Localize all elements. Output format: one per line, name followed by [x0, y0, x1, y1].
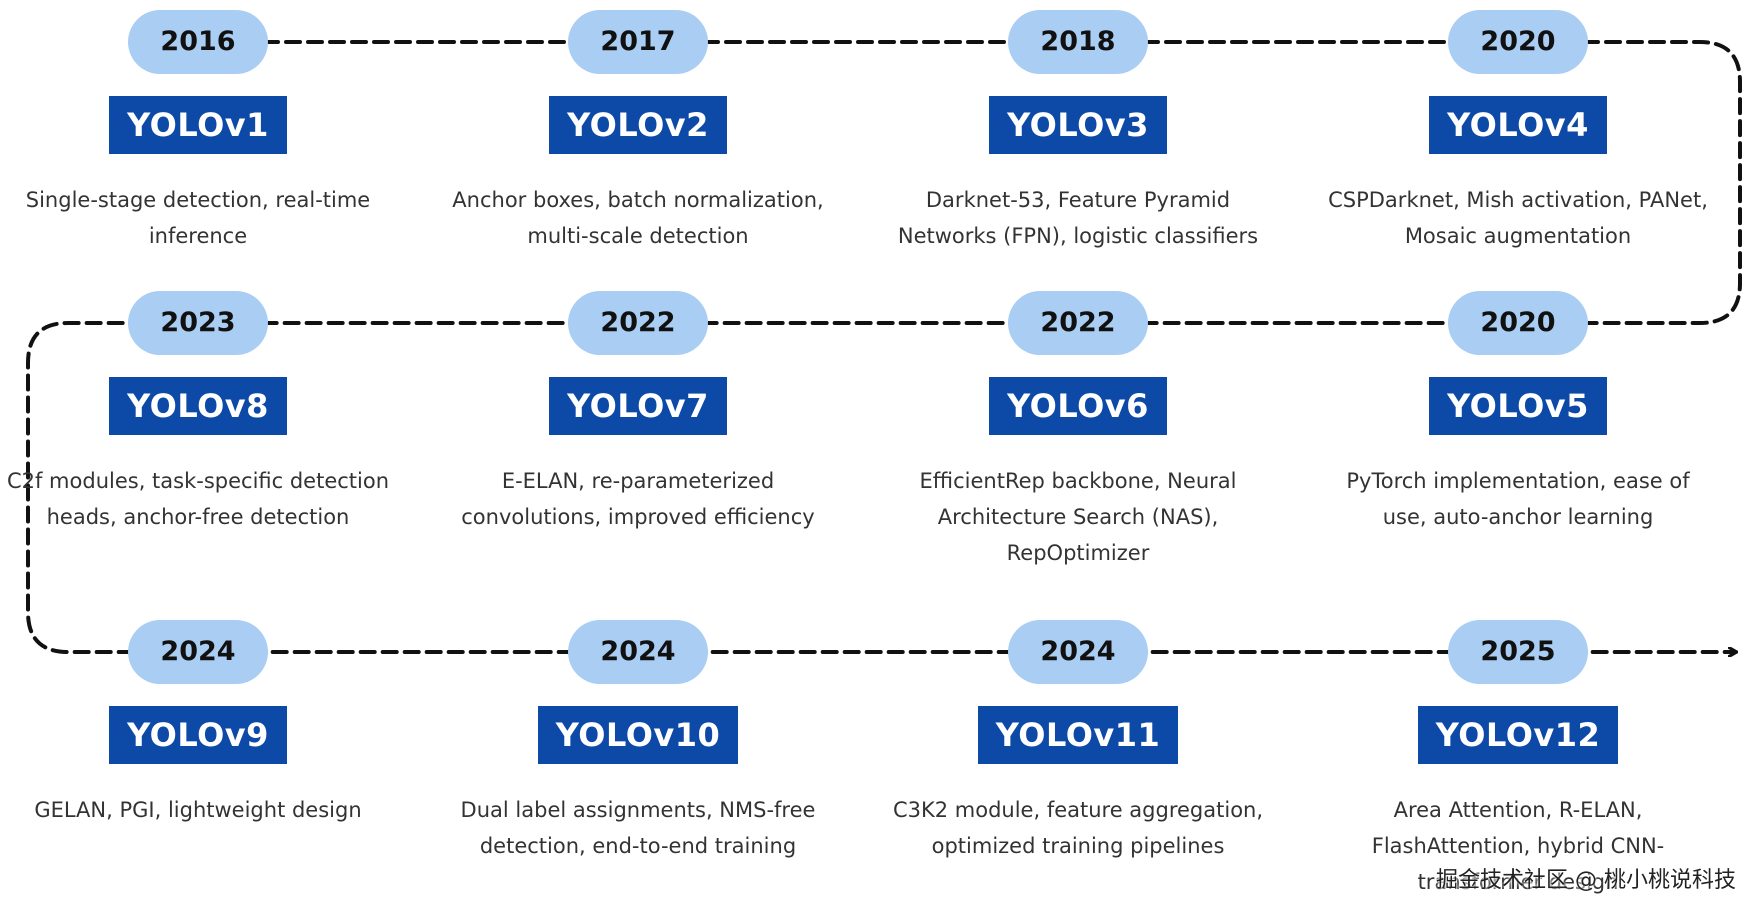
model-label: YOLOv4 [1429, 96, 1607, 154]
year-pill: 2020 [1448, 291, 1588, 355]
model-label: YOLOv8 [109, 377, 287, 435]
model-description: Anchor boxes, batch normalization, multi… [452, 188, 824, 248]
timeline-node-yolov7: 2022 YOLOv7 E-ELAN, re-parameterized con… [438, 291, 838, 535]
model-description: EfficientRep backbone, Neural Architectu… [919, 469, 1237, 565]
year-pill: 2022 [568, 291, 708, 355]
model-label: YOLOv6 [989, 377, 1167, 435]
year-pill: 2025 [1448, 620, 1588, 684]
timeline-node-yolov3: 2018 YOLOv3 Darknet-53, Feature Pyramid … [878, 10, 1278, 254]
model-description: CSPDarknet, Mish activation, PANet, Mosa… [1328, 188, 1708, 248]
model-label: YOLOv2 [549, 96, 727, 154]
timeline-node-yolov5: 2020 YOLOv5 PyTorch implementation, ease… [1318, 291, 1718, 535]
timeline-node-yolov1: 2016 YOLOv1 Single-stage detection, real… [0, 10, 398, 254]
model-description: E-ELAN, re-parameterized convolutions, i… [461, 469, 815, 529]
model-label: YOLOv1 [109, 96, 287, 154]
year-pill: 2024 [568, 620, 708, 684]
model-description: Area Attention, R-ELAN, FlashAttention, … [1371, 798, 1665, 894]
model-label: YOLOv5 [1429, 377, 1607, 435]
model-description: C3K2 module, feature aggregation, optimi… [892, 798, 1264, 858]
model-description: Single-stage detection, real-time infere… [25, 188, 371, 248]
year-pill: 2024 [1008, 620, 1148, 684]
year-pill: 2017 [568, 10, 708, 74]
year-pill: 2020 [1448, 10, 1588, 74]
model-description: GELAN, PGI, lightweight design [34, 798, 362, 822]
watermark-text: 掘金技术社区 @ 桃小桃说科技 [1436, 868, 1736, 893]
year-pill: 2016 [128, 10, 268, 74]
year-pill: 2018 [1008, 10, 1148, 74]
timeline-node-yolov6: 2022 YOLOv6 EfficientRep backbone, Neura… [878, 291, 1278, 571]
timeline-node-yolov2: 2017 YOLOv2 Anchor boxes, batch normaliz… [438, 10, 838, 254]
model-label: YOLOv11 [977, 706, 1179, 764]
model-description: Dual label assignments, NMS-free detecti… [460, 798, 816, 858]
model-label: YOLOv9 [109, 706, 287, 764]
timeline-node-yolov11: 2024 YOLOv11 C3K2 module, feature aggreg… [878, 620, 1278, 864]
model-description: Darknet-53, Feature Pyramid Networks (FP… [897, 188, 1259, 248]
model-label: YOLOv7 [549, 377, 727, 435]
model-label: YOLOv12 [1417, 706, 1619, 764]
model-label: YOLOv10 [537, 706, 739, 764]
year-pill: 2024 [128, 620, 268, 684]
timeline-node-yolov8: 2023 YOLOv8 C2f modules, task-specific d… [0, 291, 398, 535]
timeline-node-yolov10: 2024 YOLOv10 Dual label assignments, NMS… [438, 620, 838, 864]
timeline-node-yolov4: 2020 YOLOv4 CSPDarknet, Mish activation,… [1318, 10, 1718, 254]
timeline-node-yolov12: 2025 YOLOv12 Area Attention, R-ELAN, Fla… [1318, 620, 1718, 900]
timeline-node-yolov9: 2024 YOLOv9 GELAN, PGI, lightweight desi… [0, 620, 398, 828]
year-pill: 2023 [128, 291, 268, 355]
model-description: C2f modules, task-specific detection hea… [6, 469, 390, 529]
year-pill: 2022 [1008, 291, 1148, 355]
model-description: PyTorch implementation, ease of use, aut… [1346, 469, 1690, 529]
timeline-path [26, 40, 1742, 652]
model-label: YOLOv3 [989, 96, 1167, 154]
